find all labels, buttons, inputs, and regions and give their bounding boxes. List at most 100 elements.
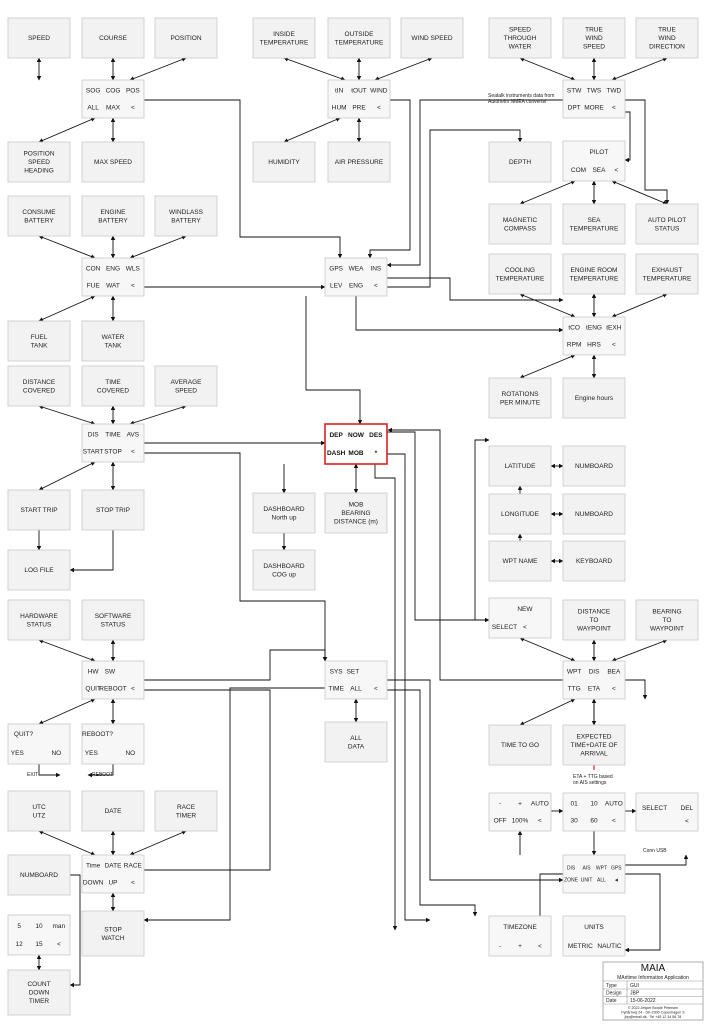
wind-speed-box[interactable]: WIND SPEED: [400, 17, 464, 59]
menu-option[interactable]: <: [612, 686, 616, 693]
course-box[interactable]: COURSE: [81, 17, 145, 59]
menu-option[interactable]: 100%: [512, 818, 529, 825]
menu-option[interactable]: DATE: [105, 863, 123, 870]
menu-option[interactable]: WPT: [567, 669, 581, 676]
menu-option[interactable]: POS: [126, 88, 140, 95]
menu-option[interactable]: AUTO: [531, 801, 549, 808]
menu-option[interactable]: STOP: [104, 449, 122, 456]
menu-option[interactable]: <: [374, 686, 378, 693]
menu-option[interactable]: +: [518, 943, 522, 950]
menu-option[interactable]: SW: [105, 669, 116, 676]
menu-option[interactable]: DES: [369, 432, 383, 439]
menu-option[interactable]: NO: [51, 750, 61, 757]
menu-option[interactable]: *: [375, 450, 378, 457]
menu-option[interactable]: <: [612, 105, 616, 112]
menu-option[interactable]: TIMEZONE: [503, 924, 537, 931]
menu-option[interactable]: DOWN: [83, 880, 104, 887]
menu-option[interactable]: HRS: [587, 342, 601, 349]
menu-option[interactable]: <: [131, 686, 135, 693]
air-pressure-box[interactable]: AIR PRESSURE: [327, 141, 391, 183]
menu-option[interactable]: tIN: [335, 88, 344, 95]
menu-option[interactable]: TIME: [328, 686, 344, 693]
max-speed-box[interactable]: MAX SPEED: [81, 141, 145, 183]
menu-option[interactable]: HUM: [332, 105, 347, 112]
time-to-go-box[interactable]: TIME TO GO: [488, 724, 552, 766]
menu-option[interactable]: tEXH: [606, 325, 621, 332]
menu-option[interactable]: TIME: [105, 432, 121, 439]
menu-option[interactable]: man: [53, 923, 66, 930]
menu-option[interactable]: QUIT: [85, 686, 101, 693]
menu-option[interactable]: ALL: [597, 878, 606, 884]
menu-option[interactable]: 12: [16, 941, 24, 948]
keyboard-box[interactable]: KEYBOARD: [562, 540, 626, 582]
menu-option[interactable]: OFF: [494, 818, 507, 825]
menu-option[interactable]: DEP: [329, 432, 343, 439]
menu-option[interactable]: 30: [571, 818, 579, 825]
depth-box[interactable]: DEPTH: [488, 141, 552, 183]
engine-hours-box[interactable]: Engine hours: [562, 377, 626, 419]
menu-option[interactable]: REBOOT?: [82, 731, 113, 738]
menu-option[interactable]: TWS: [587, 88, 602, 95]
menu-option[interactable]: PRE: [352, 105, 366, 112]
menu-option[interactable]: DPT: [568, 105, 581, 112]
menu-option[interactable]: <: [131, 283, 135, 290]
menu-option[interactable]: <: [377, 105, 381, 112]
menu-option[interactable]: <: [614, 167, 618, 174]
menu-option[interactable]: METRIC: [568, 943, 593, 950]
menu-option[interactable]: WIND: [370, 88, 388, 95]
menu-option[interactable]: NAUTIC: [597, 943, 622, 950]
menu-option[interactable]: SET: [347, 669, 360, 676]
menu-option[interactable]: SOG: [86, 88, 100, 95]
menu-option[interactable]: SELECT: [642, 805, 667, 812]
menu-option[interactable]: DIS: [88, 432, 100, 439]
menu-option[interactable]: <: [612, 342, 616, 349]
menu-option[interactable]: REBOOT: [99, 686, 126, 693]
menu-option[interactable]: GPS: [611, 865, 622, 871]
menu-option[interactable]: RACE: [124, 863, 143, 870]
timezone-menu[interactable]: TIMEZONE-+<: [488, 915, 552, 957]
menu-option[interactable]: AVS: [127, 432, 140, 439]
menu-option[interactable]: SELECT: [492, 624, 517, 631]
menu-option[interactable]: PILOT: [590, 149, 609, 156]
menu-option[interactable]: NEW: [517, 606, 533, 613]
menu-option[interactable]: COM: [571, 167, 586, 174]
menu-option[interactable]: <: [374, 283, 378, 290]
menu-option[interactable]: AUTO: [605, 801, 623, 808]
menu-option[interactable]: MOB: [348, 450, 363, 457]
menu-option[interactable]: 60: [590, 818, 598, 825]
menu-option[interactable]: DIS: [589, 669, 601, 676]
menu-option[interactable]: -: [499, 801, 501, 808]
numboard-lat-box[interactable]: NUMBOARD: [562, 445, 626, 487]
menu-option[interactable]: <: [538, 943, 542, 950]
